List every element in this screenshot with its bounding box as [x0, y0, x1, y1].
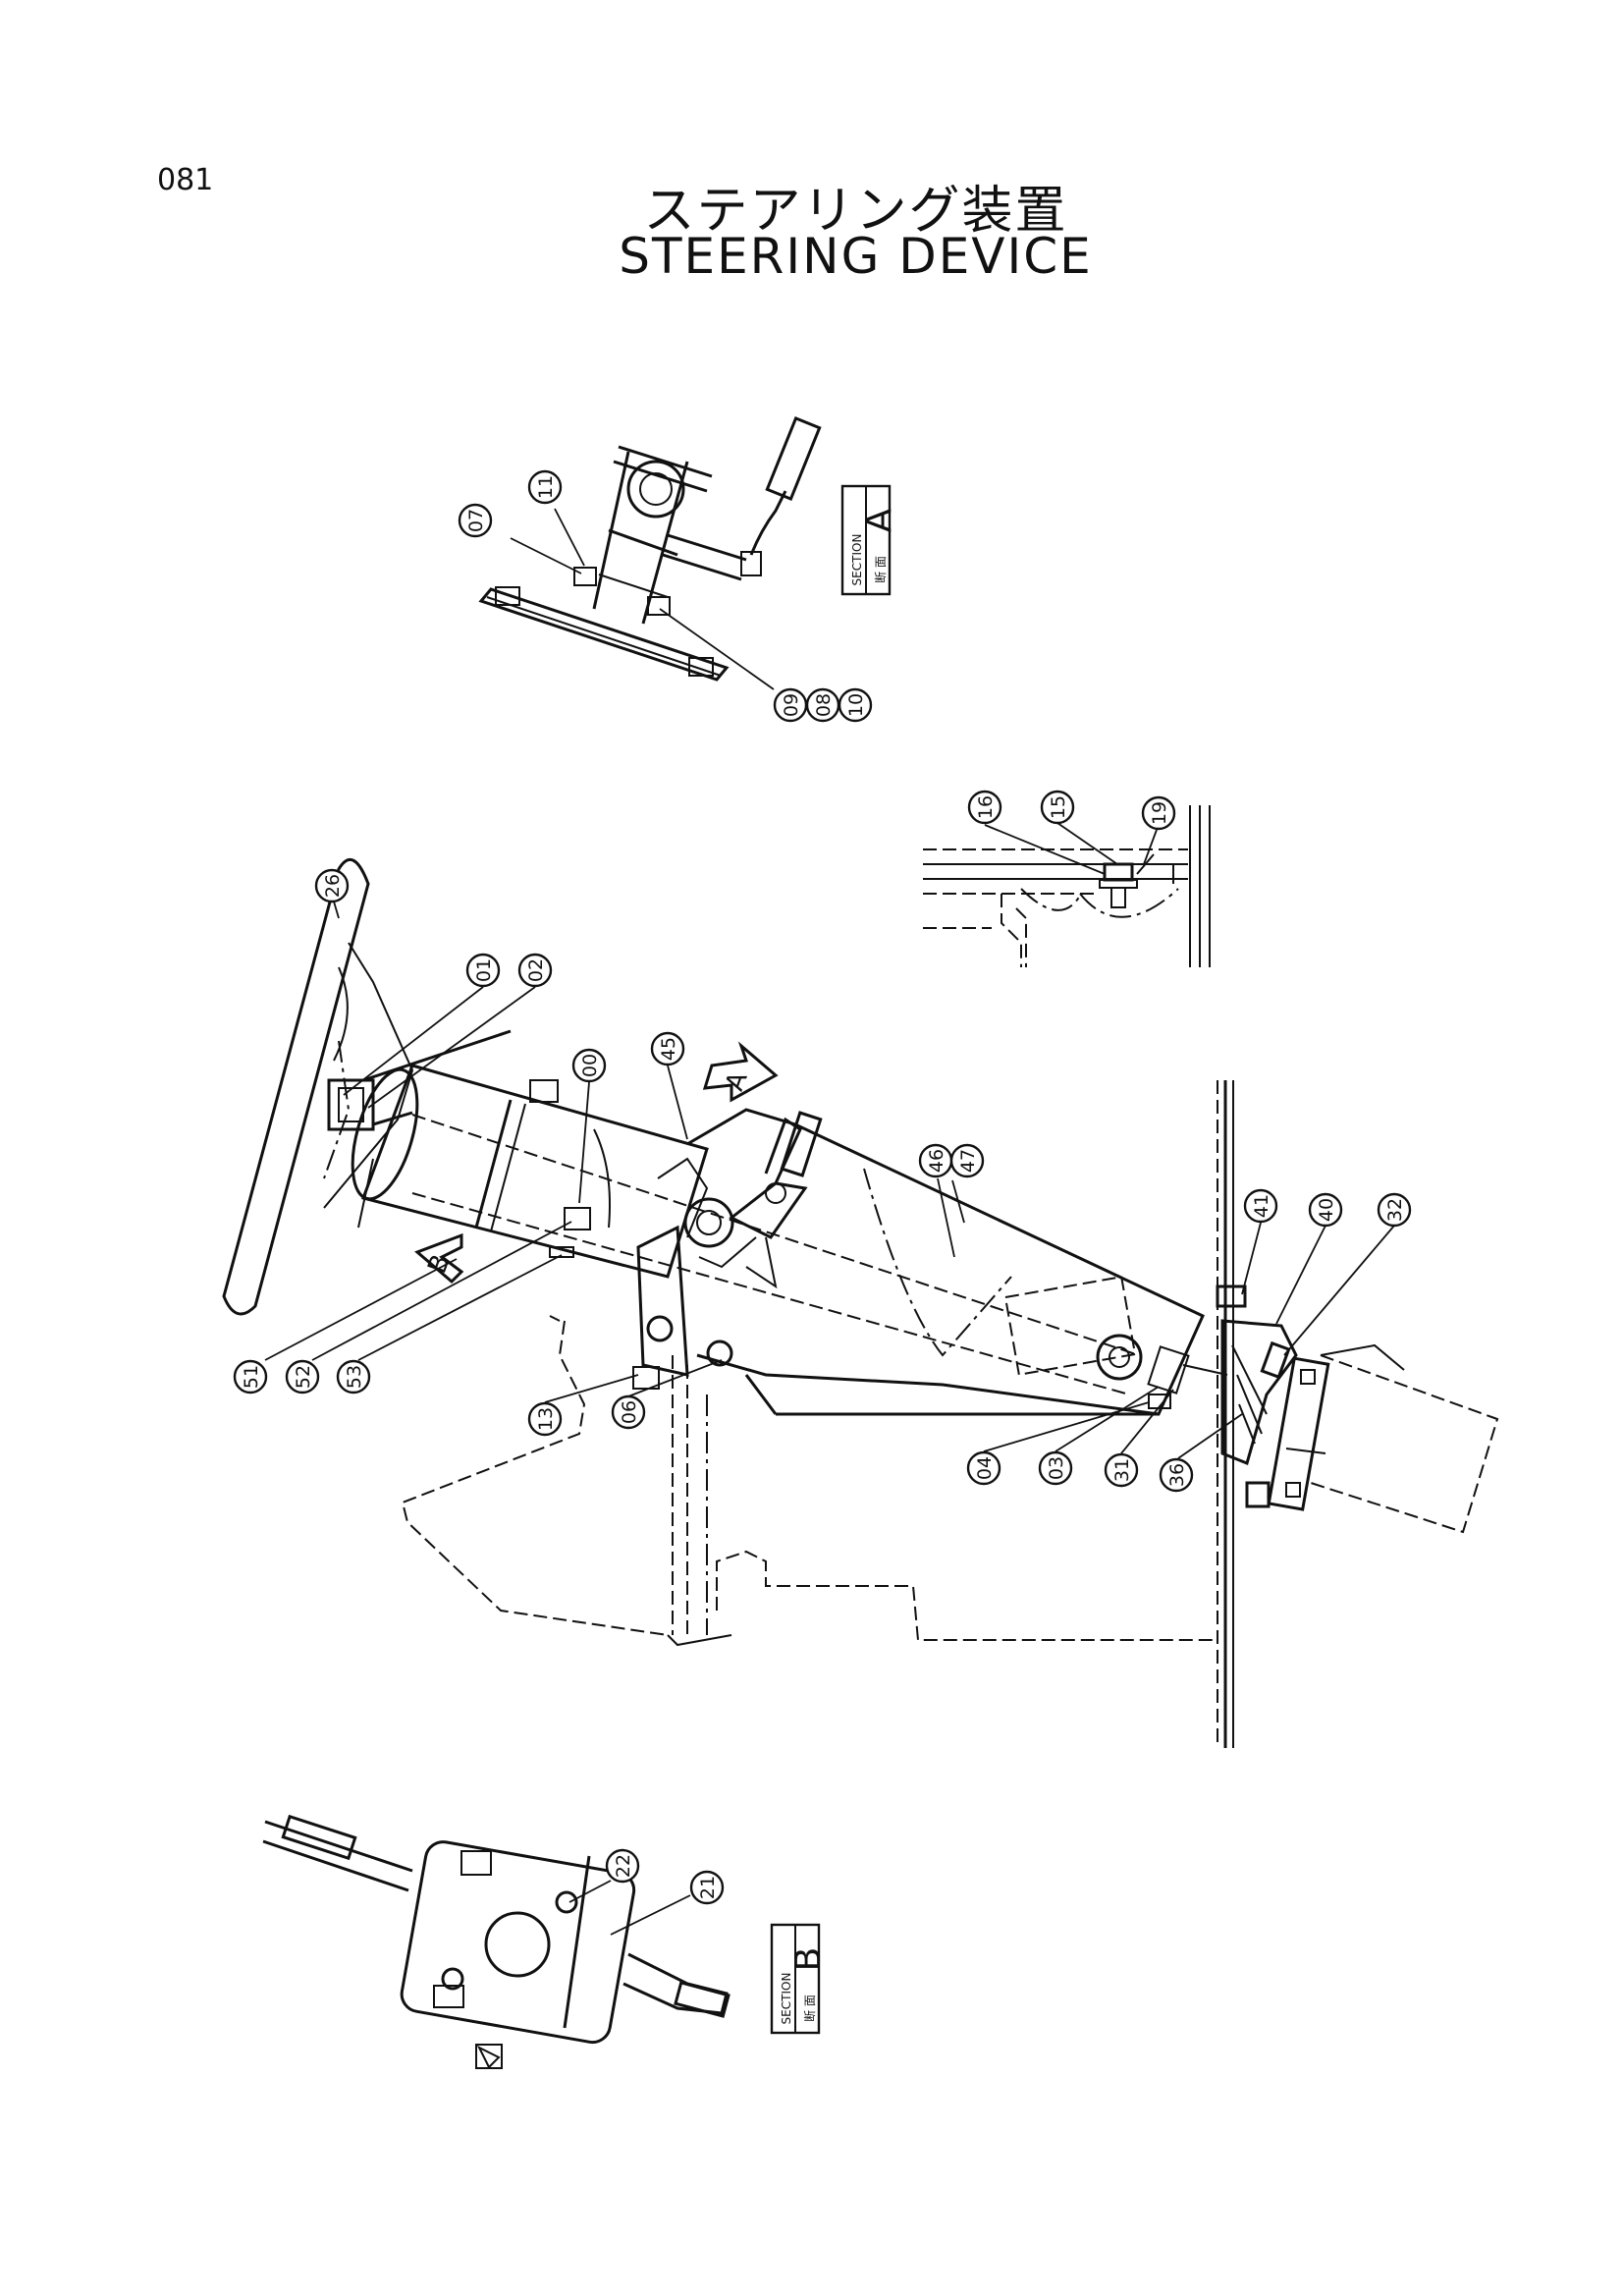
svg-text:13: 13: [535, 1407, 557, 1431]
section-tag-a-word: SECTION: [850, 534, 864, 586]
callout-06: 06: [611, 1394, 646, 1430]
callout-04: 04: [966, 1450, 1001, 1486]
callout-52: 52: [285, 1359, 320, 1394]
callout-10: 10: [838, 687, 873, 723]
callout-53: 53: [336, 1359, 371, 1394]
svg-text:52: 52: [293, 1365, 314, 1389]
title-japanese: ステアリング装置: [643, 182, 1068, 241]
section-tag-b-word: SECTION: [780, 1973, 793, 2025]
page-number: 081: [157, 163, 214, 197]
title-english: STEERING DEVICE: [619, 228, 1093, 285]
section-tag-b-jp: 断 面: [802, 1995, 817, 2022]
callout-03: 03: [1038, 1450, 1073, 1486]
svg-text:22: 22: [613, 1854, 634, 1878]
svg-text:08: 08: [813, 693, 835, 717]
callout-07: 07: [458, 503, 493, 538]
callout-13: 13: [527, 1401, 563, 1437]
svg-text:40: 40: [1316, 1198, 1337, 1222]
callout-40: 40: [1308, 1192, 1343, 1228]
svg-text:15: 15: [1048, 795, 1069, 819]
svg-text:19: 19: [1149, 801, 1170, 825]
svg-text:31: 31: [1111, 1458, 1133, 1482]
svg-text:47: 47: [957, 1149, 979, 1173]
svg-text:41: 41: [1251, 1194, 1272, 1218]
svg-text:00: 00: [579, 1054, 601, 1077]
main-assembly: [222, 857, 1499, 1748]
section-tag-b: B SECTION 断 面: [770, 1923, 829, 2035]
callout-09: 09: [773, 687, 808, 723]
callout-19: 19: [1141, 795, 1176, 831]
svg-text:26: 26: [322, 874, 344, 898]
callout-46: 46: [918, 1143, 953, 1178]
callout-21: 21: [689, 1870, 725, 1905]
svg-text:45: 45: [658, 1037, 679, 1061]
svg-text:11: 11: [535, 475, 557, 499]
callout-08: 08: [805, 687, 840, 723]
svg-text:07: 07: [465, 509, 487, 532]
view-arrow-a-letter: A: [720, 1068, 753, 1095]
svg-text:16: 16: [975, 795, 997, 819]
callout-31: 31: [1104, 1452, 1139, 1488]
callout-01: 01: [465, 953, 501, 988]
svg-text:09: 09: [781, 693, 802, 717]
svg-text:04: 04: [974, 1456, 996, 1480]
svg-text:51: 51: [241, 1365, 262, 1389]
svg-text:46: 46: [926, 1149, 947, 1173]
callout-45: 45: [650, 1031, 685, 1066]
section-tag-b-letter: B: [788, 1947, 829, 1972]
section-tag-a-letter: A: [859, 508, 899, 532]
callout-41: 41: [1243, 1188, 1278, 1224]
svg-text:32: 32: [1384, 1198, 1406, 1222]
callout-22: 22: [605, 1848, 640, 1884]
svg-text:21: 21: [697, 1876, 719, 1899]
svg-text:53: 53: [344, 1365, 365, 1389]
svg-text:01: 01: [473, 958, 495, 982]
callout-32: 32: [1377, 1192, 1412, 1228]
section-b-view: [262, 1814, 730, 2069]
svg-text:10: 10: [845, 693, 867, 717]
callout-11: 11: [527, 469, 563, 505]
callout-26: 26: [314, 868, 350, 903]
callout-36: 36: [1159, 1457, 1194, 1493]
callout-51: 51: [233, 1359, 268, 1394]
section-tag-a: A SECTION 断 面: [840, 484, 899, 596]
callout-02: 02: [517, 953, 553, 988]
section-tag-a-jp: 断 面: [873, 556, 888, 583]
callout-15: 15: [1040, 790, 1075, 825]
callout-47: 47: [949, 1143, 985, 1178]
section-a-view: [478, 416, 822, 690]
svg-text:03: 03: [1046, 1456, 1067, 1480]
top-detail-view: [923, 805, 1211, 967]
callout-16: 16: [967, 790, 1002, 825]
callout-00: 00: [571, 1048, 607, 1083]
svg-text:06: 06: [619, 1400, 640, 1424]
svg-text:36: 36: [1166, 1463, 1188, 1487]
svg-text:02: 02: [525, 958, 547, 982]
